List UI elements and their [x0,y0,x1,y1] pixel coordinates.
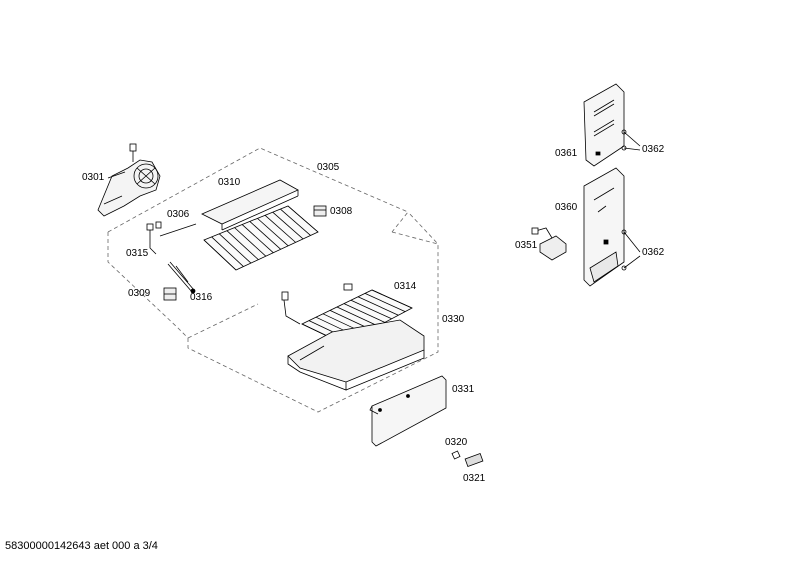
fan-unit-0301 [97,143,161,217]
panel-0361 [583,83,625,167]
leader-0301 [107,171,126,179]
panel-0360 [583,167,625,287]
cover-0331 [369,375,447,447]
label-0321: 0321 [463,473,486,484]
coil-fin [272,211,304,240]
label-0305: 0305 [317,162,340,173]
grid-bar [371,289,413,309]
grid-bar [357,296,399,316]
grid-bar [343,303,385,323]
screws-0362-lower [621,229,641,271]
grid-bar [364,293,406,312]
coil-fin [234,227,267,257]
evaporator-coil [203,205,319,271]
coil-fin [226,230,259,260]
coil-fin [203,239,237,271]
label-0314: 0314 [394,281,417,292]
footer-document-number: 58300000142643 aet 000 a 3/4 [5,540,158,552]
coil-fin [249,221,281,250]
switch-0351 [531,227,567,261]
clip-0308 [313,205,327,217]
heater-0315 [146,223,189,283]
grid-bar [350,299,392,320]
label-0316: 0316 [190,292,213,303]
label-0330: 0330 [442,314,465,325]
coil-fin [287,205,319,233]
label-0351: 0351 [515,240,538,251]
label-0320: 0320 [445,437,468,448]
screws-0362-upper [621,129,641,151]
coil-fin [264,214,296,243]
label-0301: 0301 [82,172,105,183]
coil-fin [257,218,289,247]
coil-fin [241,224,274,254]
coil-fin [280,208,311,236]
grid-bar [336,306,379,327]
label-0309: 0309 [128,288,151,299]
coil-fin [219,233,252,264]
label-0362-upper: 0362 [642,144,665,155]
label-0310: 0310 [218,177,241,188]
label-0315: 0315 [126,248,149,259]
sensor-rod-0316 [167,261,196,294]
part-0320 [451,450,461,460]
cover-plate-0310 [201,179,299,231]
sensor-0306 [155,221,197,237]
part-0321 [464,452,484,468]
coil-fin [211,236,244,267]
label-0306: 0306 [167,209,190,220]
label-0362-lower: 0362 [642,247,665,258]
label-0361: 0361 [555,148,578,159]
label-0331: 0331 [452,384,475,395]
evaporator-group-outline [107,147,439,413]
block-0309 [163,287,177,301]
label-0360: 0360 [555,202,578,213]
drip-tray-0330 [287,319,425,391]
label-0308: 0308 [330,206,353,217]
